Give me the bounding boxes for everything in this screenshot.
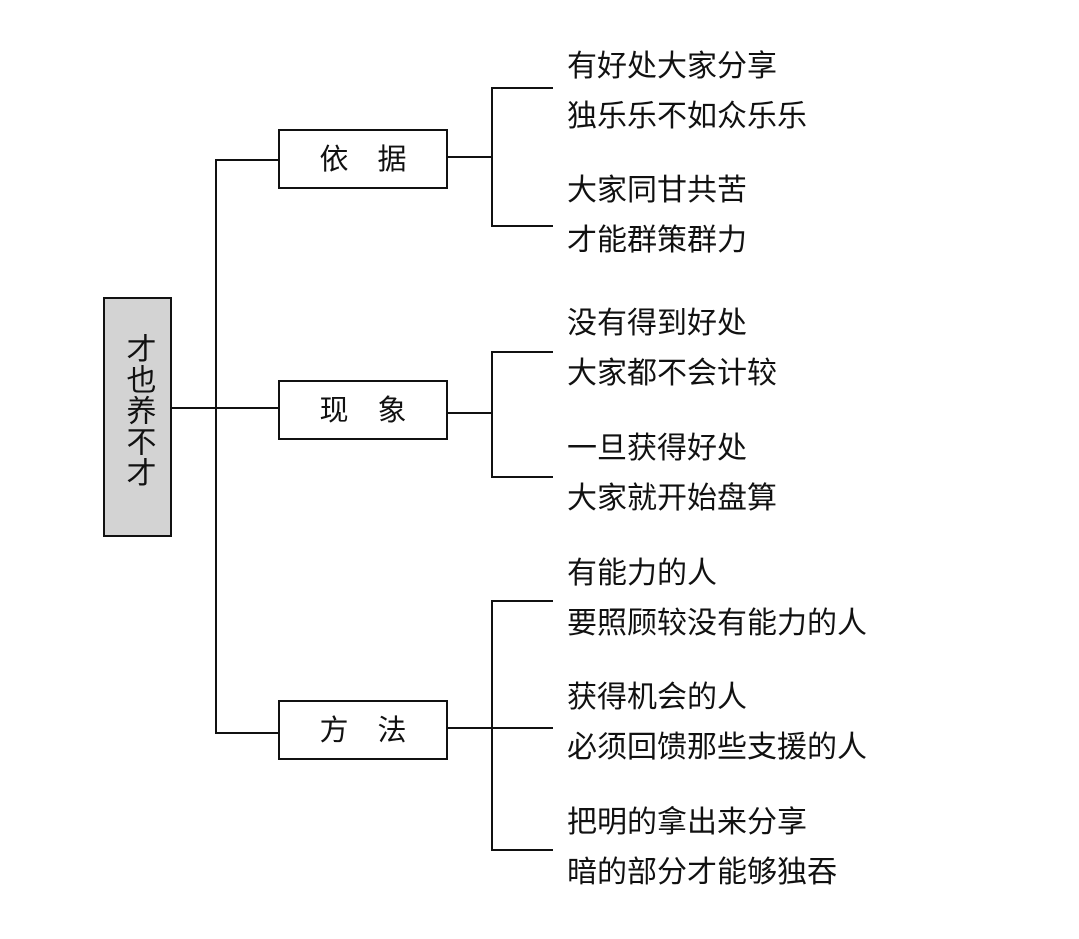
branch-2-spine [491, 351, 493, 478]
root-connector [170, 407, 278, 409]
branch-connector-1 [215, 159, 278, 161]
leaf-line: 要照顾较没有能力的人 [567, 606, 867, 641]
leaf-connector [491, 476, 553, 478]
leaf-connector [491, 225, 553, 227]
branch-2-out [446, 412, 493, 414]
branch-1-out [446, 156, 493, 158]
branch-1-spine [491, 87, 493, 227]
leaf-line: 大家都不会计较 [567, 356, 777, 391]
leaf-line: 获得机会的人 [567, 680, 747, 715]
leaf-text: 有好处大家分享 独乐乐不如众乐乐 [567, 42, 807, 142]
branch-3-out [446, 727, 553, 729]
leaf-connector [491, 351, 553, 353]
branch-label: 现 象 [319, 393, 407, 427]
root-node: 才也养不才 [103, 297, 172, 537]
leaf-connector [491, 600, 553, 602]
leaf-text: 把明的拿出来分享 暗的部分才能够独吞 [567, 798, 837, 898]
leaf-text: 有能力的人 要照顾较没有能力的人 [567, 549, 867, 649]
branch-node-method: 方 法 [278, 700, 448, 760]
leaf-text: 获得机会的人 必须回馈那些支援的人 [567, 673, 867, 773]
leaf-line: 有能力的人 [567, 556, 717, 591]
leaf-connector [491, 87, 553, 89]
leaf-line: 把明的拿出来分享 [567, 805, 807, 840]
root-label: 才也养不才 [120, 333, 156, 488]
leaf-text: 大家同甘共苦 才能群策群力 [567, 166, 747, 266]
branch-connector-3 [215, 732, 278, 734]
leaf-line: 一旦获得好处 [567, 431, 747, 466]
branch-3-spine [491, 600, 493, 851]
leaf-line: 有好处大家分享 [567, 49, 777, 84]
branch-label: 依 据 [319, 142, 407, 176]
leaf-text: 一旦获得好处 大家就开始盘算 [567, 424, 777, 524]
leaf-line: 大家同甘共苦 [567, 173, 747, 208]
leaf-line: 暗的部分才能够独吞 [567, 855, 837, 890]
branch-label: 方 法 [319, 713, 407, 747]
leaf-line: 才能群策群力 [567, 223, 747, 258]
leaf-line: 独乐乐不如众乐乐 [567, 99, 807, 134]
leaf-text: 没有得到好处 大家都不会计较 [567, 299, 777, 399]
branch-node-basis: 依 据 [278, 129, 448, 189]
leaf-connector [491, 849, 553, 851]
leaf-line: 必须回馈那些支援的人 [567, 730, 867, 765]
leaf-line: 大家就开始盘算 [567, 481, 777, 516]
leaf-line: 没有得到好处 [567, 306, 747, 341]
branch-node-phenomenon: 现 象 [278, 380, 448, 440]
root-spine [215, 159, 217, 734]
